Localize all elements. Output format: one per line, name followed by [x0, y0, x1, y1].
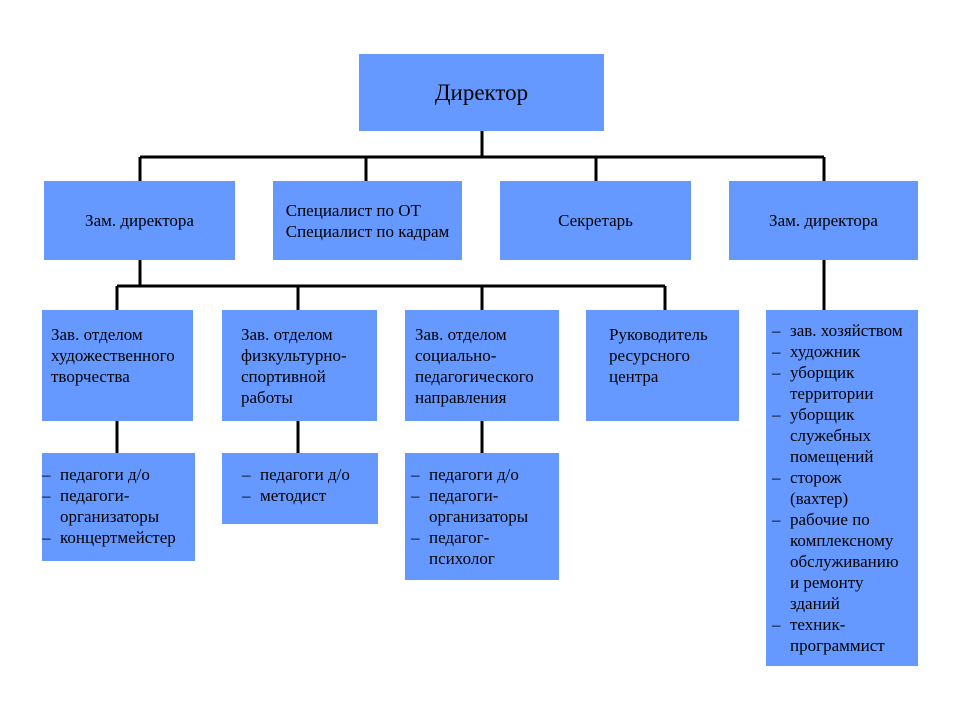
list-item: рабочие по комплексному обслуживанию и р…: [772, 509, 918, 614]
sport-head-box: Зав. отделом физкультурно- спортивной ра…: [222, 310, 377, 421]
deputy-left-label: Зам. директора: [85, 211, 194, 230]
list-item: педагог- психолог: [411, 527, 559, 569]
list-item: техник- программист: [772, 614, 918, 656]
art-head-box: Зав. отделом художественного творчества: [42, 310, 193, 421]
list-item: методист: [242, 485, 378, 506]
specialists-label: Специалист по ОТ Специалист по кадрам: [285, 200, 450, 241]
deputy-right-label: Зам. директора: [769, 211, 878, 230]
list-item: уборщик служебных помещений: [772, 404, 918, 467]
list-item: сторож (вахтер): [772, 467, 918, 509]
art-staff-box: педагоги д/о педагоги- организаторы конц…: [42, 453, 195, 561]
list-item: художник: [772, 341, 918, 362]
resource-head-box: Руководитель ресурсного центра: [586, 310, 739, 421]
secretary-box: Секретарь: [500, 181, 691, 260]
list-item: концертмейстер: [42, 527, 195, 548]
list-item: педагоги д/о: [242, 464, 378, 485]
sport-staff-box: педагоги д/о методист: [222, 453, 378, 524]
secretary-label: Секретарь: [558, 211, 633, 230]
sport-staff-list: педагоги д/о методист: [242, 464, 378, 506]
social-staff-list: педагоги д/о педагоги- организаторы педа…: [411, 464, 559, 569]
deputy-left-box: Зам. директора: [44, 181, 235, 260]
director-label: Директор: [434, 80, 529, 105]
director-box: Директор: [359, 54, 604, 131]
list-item: уборщик территории: [772, 362, 918, 404]
list-item: зав. хозяйством: [772, 320, 918, 341]
social-head-box: Зав. отделом социально- педагогического …: [405, 310, 559, 421]
household-staff-list: зав. хозяйством художник уборщик террито…: [772, 320, 918, 656]
deputy-right-box: Зам. директора: [729, 181, 918, 260]
list-item: педагоги- организаторы: [42, 485, 195, 527]
social-staff-box: педагоги д/о педагоги- организаторы педа…: [405, 453, 559, 580]
specialists-box: Специалист по ОТ Специалист по кадрам: [273, 181, 462, 260]
list-item: педагоги д/о: [42, 464, 195, 485]
list-item: педагоги- организаторы: [411, 485, 559, 527]
household-staff-box: зав. хозяйством художник уборщик террито…: [766, 310, 918, 666]
list-item: педагоги д/о: [411, 464, 559, 485]
art-staff-list: педагоги д/о педагоги- организаторы конц…: [42, 464, 195, 548]
